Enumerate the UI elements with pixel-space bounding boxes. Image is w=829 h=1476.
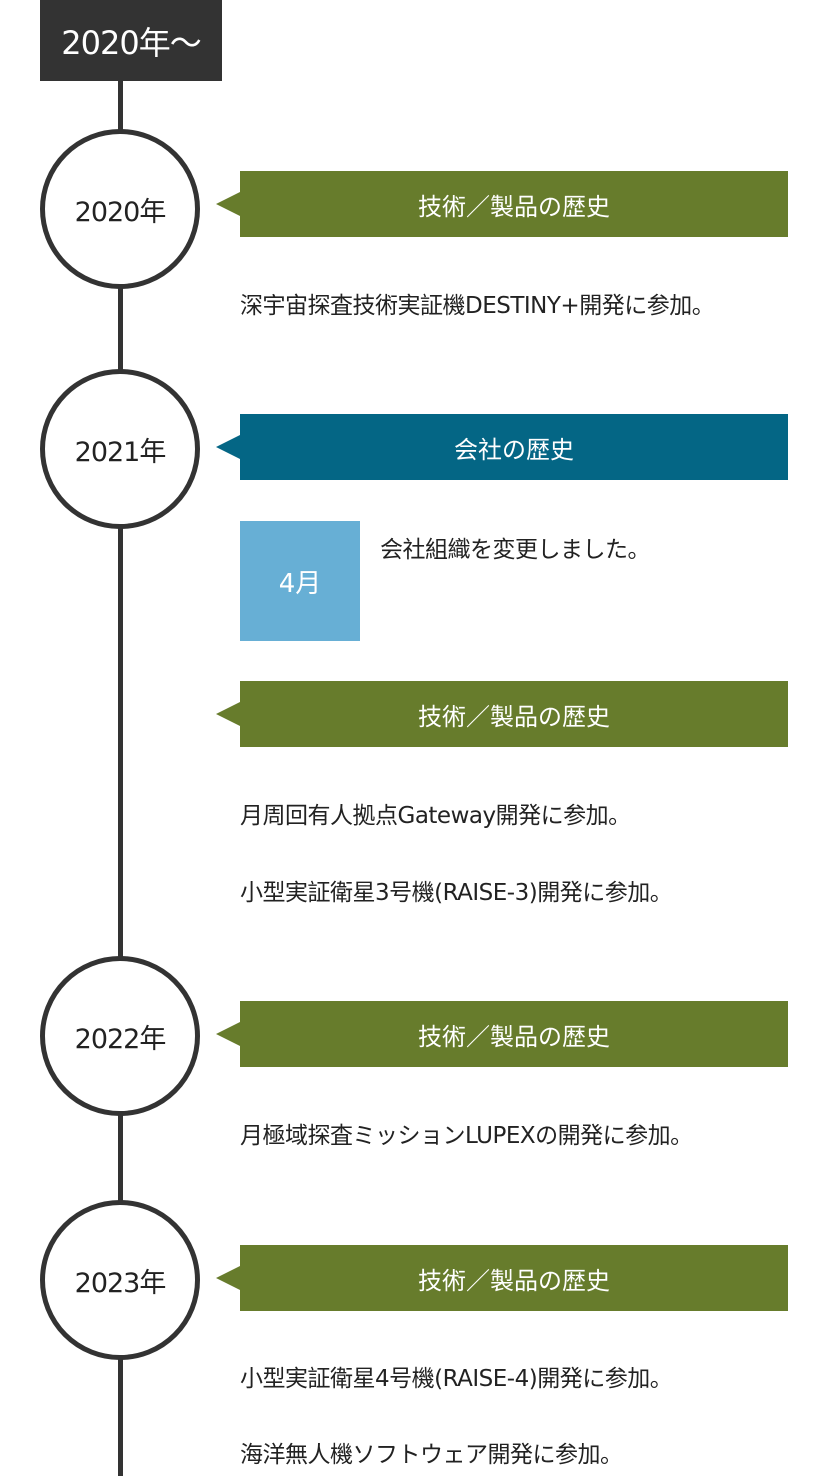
month-badge: 4月 <box>240 521 360 641</box>
timeline-line <box>118 81 123 1476</box>
year-marker-2020: 2020年 <box>40 129 200 289</box>
banner-company-history-2021: 会社の歴史 <box>216 414 788 480</box>
entry-raise-4: 小型実証衛星4号機(RAISE-4)開発に参加。 <box>240 1366 673 1392</box>
era-label: 2020年〜 <box>40 0 222 81</box>
banner-tech-history-2020: 技術／製品の歴史 <box>216 171 788 237</box>
entry-destiny-plus: 深宇宙探査技術実証機DESTINY+開発に参加。 <box>240 293 715 319</box>
entry-gateway: 月周回有人拠点Gateway開発に参加。 <box>240 803 631 829</box>
year-marker-2021: 2021年 <box>40 369 200 529</box>
year-marker-2023: 2023年 <box>40 1200 200 1360</box>
year-marker-2022: 2022年 <box>40 956 200 1116</box>
entry-ocean-drone-software: 海洋無人機ソフトウェア開発に参加。 <box>240 1442 623 1468</box>
banner-tech-history-2023: 技術／製品の歴史 <box>216 1245 788 1311</box>
entry-company-reorg: 会社組織を変更しました。 <box>380 537 651 563</box>
entry-lupex: 月極域探査ミッションLUPEXの開発に参加。 <box>240 1123 693 1149</box>
banner-tech-history-2021: 技術／製品の歴史 <box>216 681 788 747</box>
banner-tech-history-2022: 技術／製品の歴史 <box>216 1001 788 1067</box>
entry-raise-3: 小型実証衛星3号機(RAISE-3)開発に参加。 <box>240 880 673 906</box>
